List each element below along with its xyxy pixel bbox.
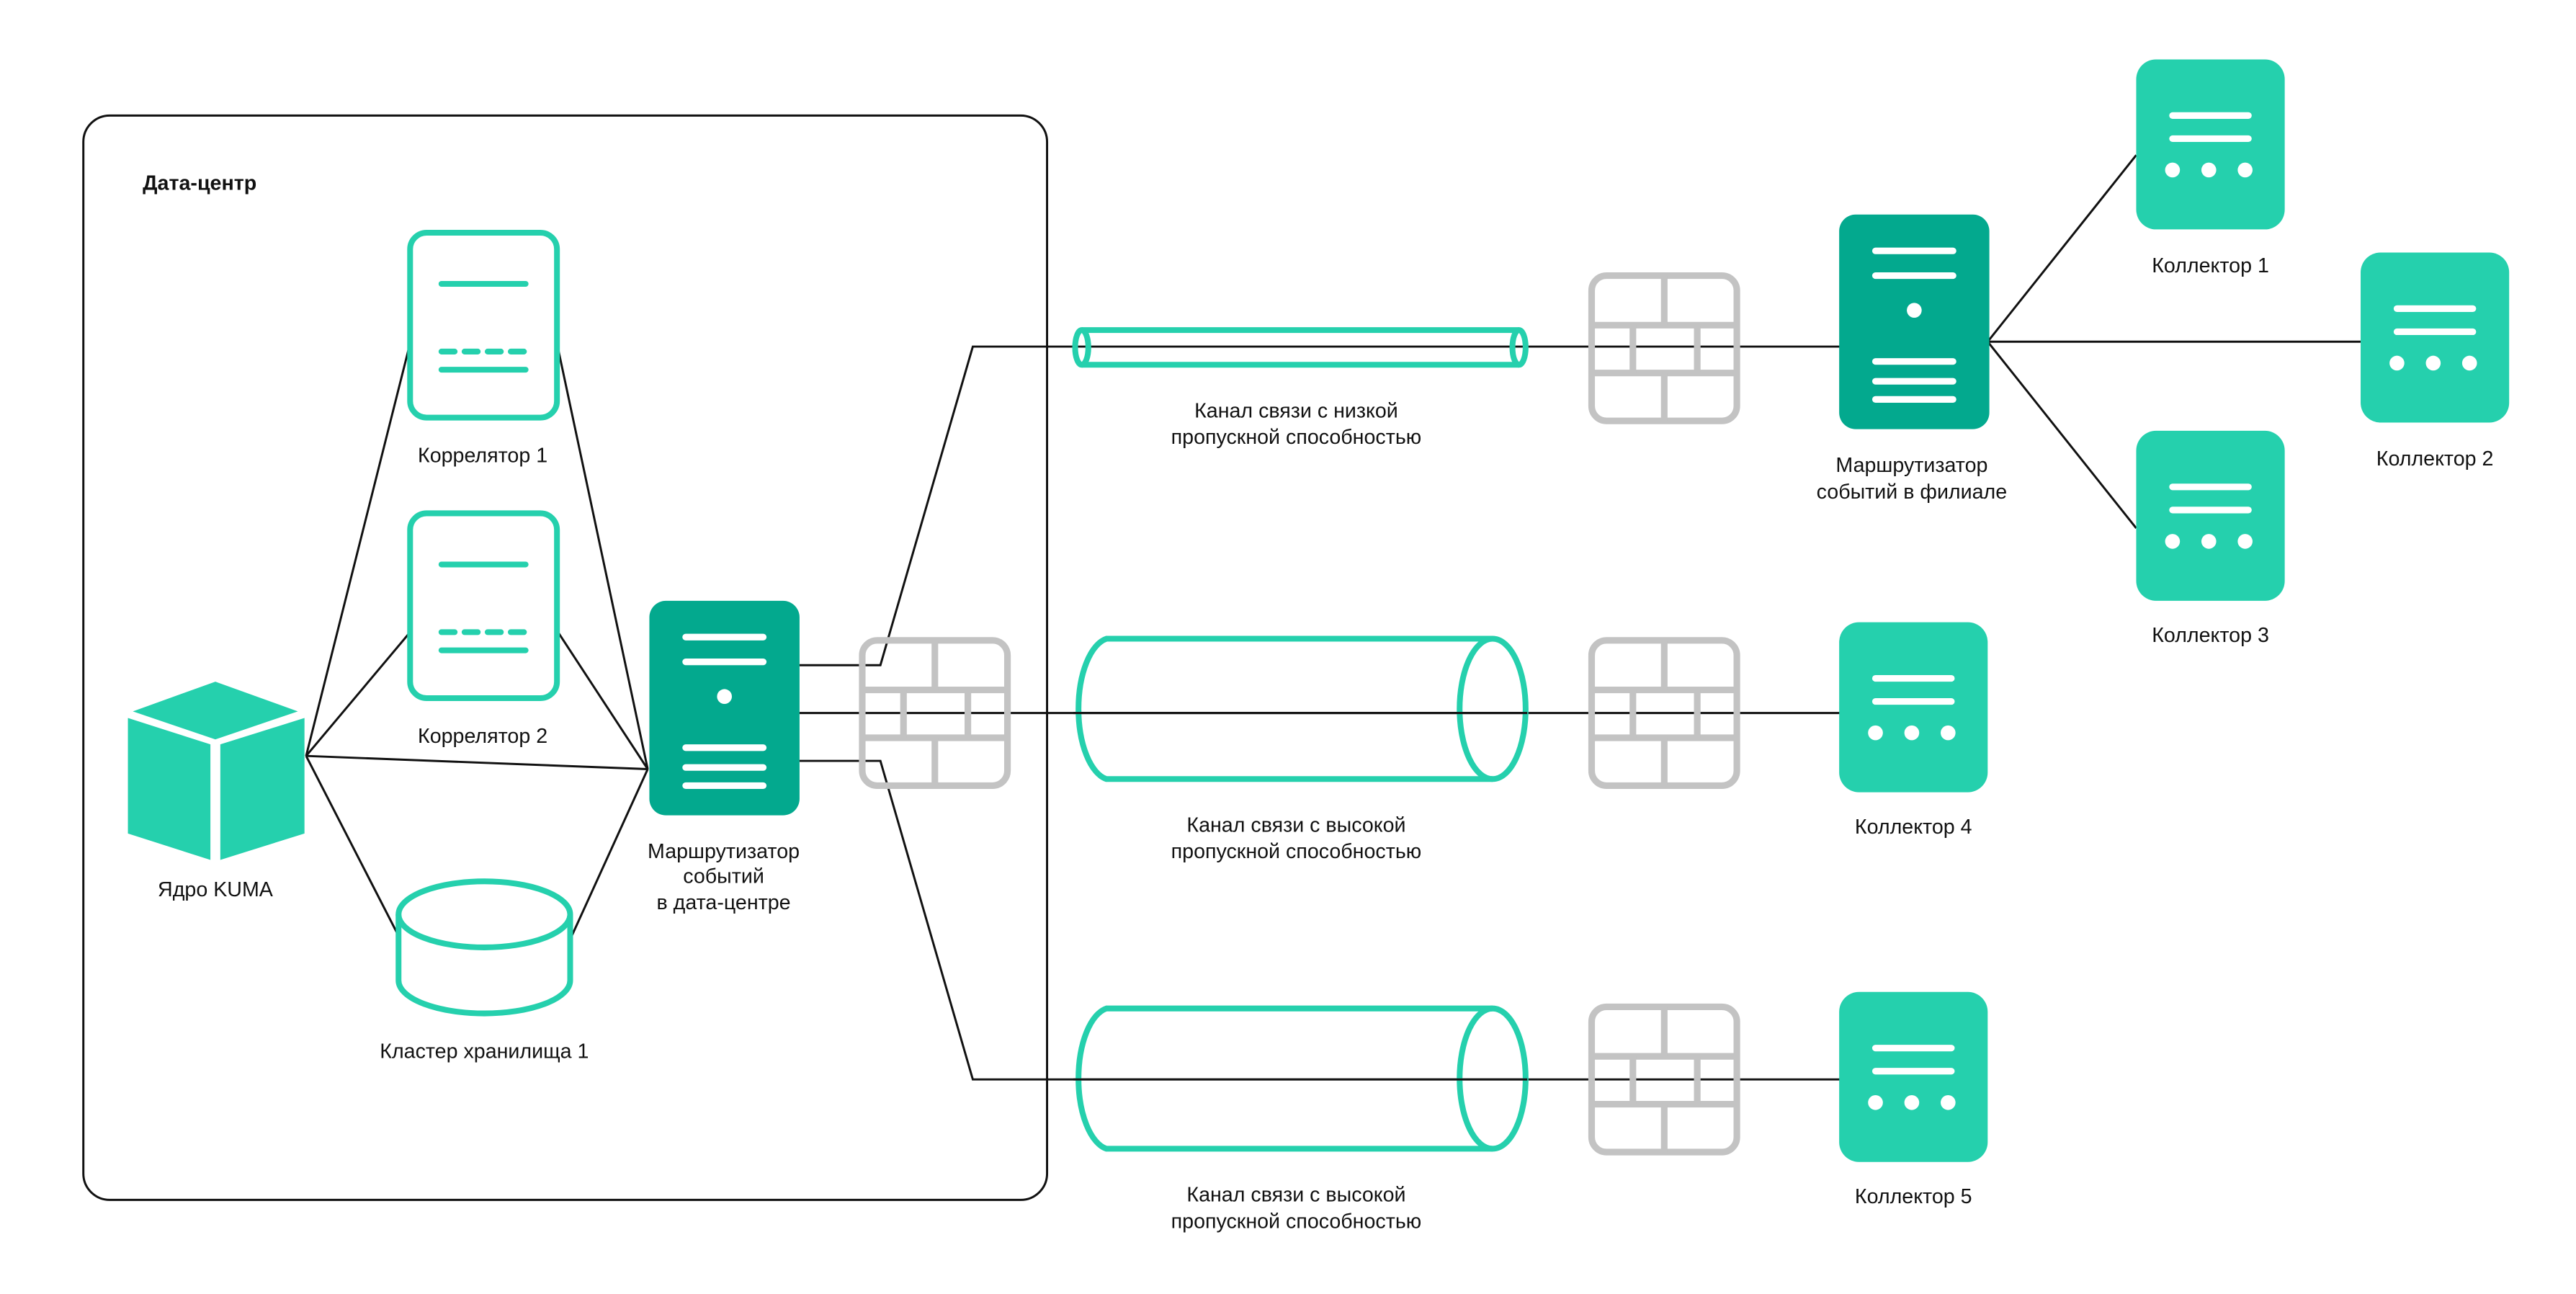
- branch-router-label-line: Маршрутизатор: [1835, 454, 1987, 477]
- channel-high-bandwidth-1: Канал связи с высокой пропускной способн…: [1075, 635, 1529, 863]
- collector-3[interactable]: Коллектор 3: [2136, 431, 2284, 647]
- channel-low-bandwidth: Канал связи с низкой пропускной способно…: [1072, 327, 1529, 449]
- collector-2[interactable]: Коллектор 2: [2361, 252, 2509, 470]
- collector-server-icon: [2361, 252, 2509, 422]
- connections: [305, 154, 2361, 1081]
- collector-server-icon: [1839, 623, 1987, 793]
- kuma-core-label: Ядро KUMA: [158, 878, 274, 901]
- correlator-2[interactable]: Коррелятор 2: [410, 513, 557, 748]
- storage-cluster-label: Кластер хранилища 1: [380, 1040, 589, 1063]
- router-label-line: Маршрутизатор: [648, 840, 800, 863]
- collector-5[interactable]: Коллектор 5: [1839, 992, 1987, 1208]
- router-label-line: в дата-центре: [656, 891, 790, 914]
- kuma-core[interactable]: Ядро KUMA: [128, 682, 305, 901]
- server-outline-icon: [410, 513, 557, 698]
- database-icon: [395, 878, 573, 1017]
- channel-label-line: пропускной способностью: [1171, 426, 1422, 449]
- channel-high-bandwidth-2: Канал связи с высокой пропускной способн…: [1075, 1005, 1529, 1233]
- server-outline-icon: [410, 233, 557, 418]
- firewall-icon: [1592, 276, 1738, 421]
- datacenter-boundary: [82, 114, 1049, 1201]
- channel-label-line: пропускной способностью: [1171, 840, 1422, 863]
- channel-label-line: Канал связи с низкой: [1194, 400, 1398, 423]
- router-label-line: событий: [683, 865, 764, 888]
- datacenter-title: Дата-центр: [143, 171, 256, 195]
- collector-label: Коллектор 5: [1855, 1185, 1972, 1208]
- collector-label: Коллектор 3: [2152, 624, 2269, 647]
- server-icon: [649, 601, 799, 816]
- channel-label-line: пропускной способностью: [1171, 1210, 1422, 1233]
- correlator-1-label: Коррелятор 1: [418, 444, 547, 467]
- channel-label-line: Канал связи с высокой: [1186, 814, 1405, 837]
- storage-cluster-1[interactable]: Кластер хранилища 1: [380, 878, 589, 1063]
- collector-4[interactable]: Коллектор 4: [1839, 623, 1987, 839]
- server-icon: [1839, 215, 1989, 429]
- collector-server-icon: [2136, 59, 2284, 229]
- branch-event-router[interactable]: Маршрутизатор событий в филиале: [1817, 215, 2008, 504]
- correlator-1[interactable]: Коррелятор 1: [410, 233, 557, 467]
- collector-1[interactable]: Коллектор 1: [2136, 59, 2284, 277]
- datacenter-event-router[interactable]: Маршрутизатор событий в дата-центре: [648, 601, 800, 914]
- branch-router-label-line: событий в филиале: [1817, 481, 2008, 504]
- cube-icon: [128, 682, 305, 860]
- collector-label: Коллектор 2: [2376, 447, 2494, 470]
- channel-label-line: Канал связи с высокой: [1186, 1184, 1405, 1207]
- collector-server-icon: [1839, 992, 1987, 1162]
- collector-label: Коллектор 4: [1855, 816, 1972, 839]
- collector-label: Коллектор 1: [2152, 254, 2269, 277]
- collector-server-icon: [2136, 431, 2284, 601]
- correlator-2-label: Коррелятор 2: [418, 725, 547, 748]
